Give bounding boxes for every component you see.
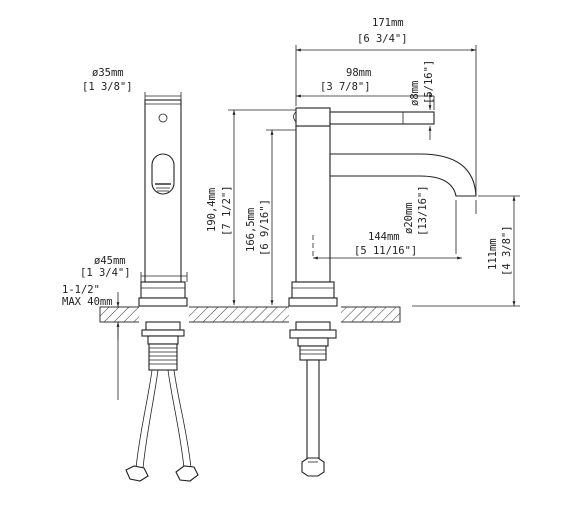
dim-190-inch: [7 1/2"]: [221, 185, 233, 236]
dim-98-mm: 98mm: [346, 67, 371, 79]
dim-35-inch: [1 3/8"]: [82, 81, 133, 93]
max-deck-mm: MAX 40mm: [62, 296, 113, 308]
dim-20-mm: ø20mm: [403, 202, 415, 234]
dim-98-inch: [3 7/8"]: [320, 81, 371, 93]
dim-171-mm: 171mm: [372, 17, 404, 29]
dim-111-mm: 111mm: [487, 238, 499, 270]
dim-20-inch: [13/16"]: [417, 185, 429, 236]
faucet-front-view: [125, 99, 199, 482]
dim-166-mm: 166,5mm: [245, 208, 257, 252]
dim-8-inch: [5/16"]: [423, 60, 435, 104]
threaded-shank: [148, 343, 178, 371]
dim-166-inch: [6 9/16"]: [259, 199, 271, 256]
countertop: [99, 306, 401, 323]
dim-171-inch: [6 3/4"]: [357, 33, 408, 45]
dim-144-mm: 144mm: [368, 231, 400, 243]
dim-35-mm: ø35mm: [92, 67, 124, 79]
threaded-shank: [299, 345, 327, 361]
dim-45-mm: ø45mm: [94, 255, 126, 267]
dim-45-inch: [1 3/4"]: [80, 267, 131, 279]
dim-190-mm: 190,4mm: [206, 188, 218, 232]
dimension-lines: [116, 45, 520, 400]
dim-144-inch: [5 11/16"]: [354, 245, 417, 257]
flex-hoses: [125, 369, 199, 482]
faucet-side-view: [288, 107, 477, 477]
dim-8-mm: ø8mm: [409, 81, 421, 106]
dim-111-inch: [4 3/8"]: [501, 225, 513, 276]
max-deck-inch: 1-1/2": [62, 284, 100, 296]
